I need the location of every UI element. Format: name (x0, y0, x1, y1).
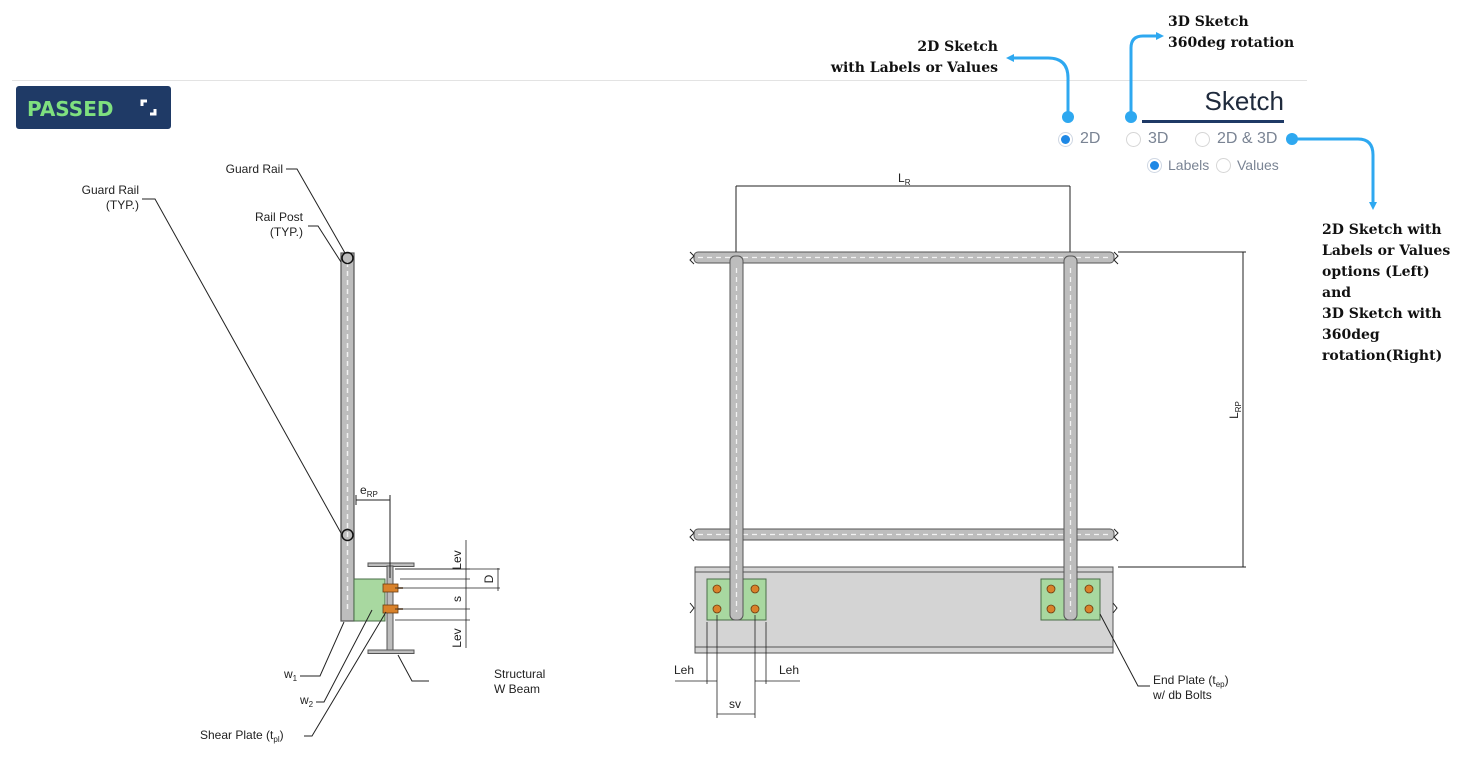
guard-rail-top (693, 251, 1115, 264)
expand-icon[interactable] (140, 99, 157, 116)
label-guard-rail-typ-1: Guard Rail (82, 183, 139, 197)
header-divider (12, 80, 1307, 81)
view-option-3d-label: 3D (1148, 130, 1169, 147)
label-guard-rail-typ-2: (TYP.) (106, 198, 139, 212)
annotation-2d3d-line-6: 360deg (1322, 327, 1380, 343)
annotation-3d-line-2: 360deg rotation (1168, 35, 1295, 51)
label-d: D (482, 574, 496, 583)
annotation-2d3d-line-1: 2D Sketch with (1322, 222, 1442, 238)
radio-values[interactable] (1216, 157, 1231, 173)
annotation-2d3d-line-7: rotation(Right) (1322, 348, 1443, 364)
view-option-3d[interactable]: 3D (1126, 130, 1168, 148)
annotation-2d3d-line-2: Labels or Values (1322, 243, 1451, 259)
radio-2d-3d[interactable] (1195, 131, 1210, 147)
guard-rail-mid (693, 528, 1115, 541)
label-bolts: w/ db Bolts (1152, 688, 1212, 702)
view-option-2d-3d-label: 2D & 3D (1217, 130, 1278, 147)
radio-2d[interactable] (1058, 131, 1073, 147)
label-rail-post-typ-2: (TYP.) (270, 225, 303, 239)
front-view: LR LRP Leh Leh sv End Plate (tep) w/ db … (674, 171, 1246, 718)
annotation-2d3d-line-5: 3D Sketch with (1322, 306, 1442, 322)
status-label: PASSED (27, 97, 114, 121)
label-sv: sv (729, 697, 741, 711)
view-option-2d-3d[interactable]: 2D & 3D (1195, 130, 1277, 148)
annotation-2d-sketch: 2D Sketch with Labels or Values (820, 37, 998, 79)
view-option-2d[interactable]: 2D (1058, 130, 1100, 148)
annotation-2d3d-line-4: and (1322, 285, 1352, 301)
label-e-rp: eRP (360, 483, 378, 499)
label-structural-1: Structural (494, 667, 545, 681)
label-guard-rail: Guard Rail (226, 162, 283, 176)
label-s: s (450, 596, 464, 602)
label-option-values-label: Values (1237, 157, 1279, 173)
sketch-title-underline (1142, 120, 1284, 123)
radio-3d[interactable] (1126, 131, 1141, 147)
label-option-labels-label: Labels (1168, 157, 1210, 173)
view-option-2d-label: 2D (1080, 130, 1101, 147)
label-option-values[interactable]: Values (1216, 157, 1279, 173)
guard-rail-section-mid (341, 528, 354, 542)
break-marks (689, 251, 1119, 614)
label-leh-right: Leh (779, 663, 799, 677)
label-rail-post-typ-1: Rail Post (255, 210, 304, 224)
annotation-2d-3d-sketch: 2D Sketch with Labels or Values options … (1322, 220, 1450, 367)
annotation-arrows (1006, 32, 1377, 210)
label-shear-plate: Shear Plate (tpl) (200, 728, 284, 744)
label-w1: w1 (283, 667, 298, 683)
radio-labels[interactable] (1147, 157, 1162, 173)
label-w2: w2 (299, 693, 314, 709)
annotation-2d-line-2: with Labels or Values (830, 60, 998, 76)
label-end-plate: End Plate (tep) (1153, 673, 1229, 689)
label-lev-top: Lev (450, 550, 464, 569)
annotation-3d-sketch: 3D Sketch 360deg rotation (1168, 12, 1294, 54)
label-option-labels[interactable]: Labels (1147, 157, 1209, 173)
sketch-panel-title: Sketch (1204, 86, 1285, 116)
guard-rail-section-top (341, 251, 354, 265)
annotation-3d-line-1: 3D Sketch (1168, 14, 1249, 30)
rail-post-left (729, 255, 744, 621)
side-view: Guard Rail Guard Rail (TYP.) Rail Post (… (82, 162, 546, 744)
label-leh-left: Leh (674, 663, 694, 677)
label-lrp: LRP (1227, 401, 1243, 419)
label-lr: LR (898, 171, 911, 187)
annotation-2d3d-line-3: options (Left) (1322, 264, 1430, 280)
label-lev-bottom: Lev (450, 628, 464, 647)
label-structural-2: W Beam (494, 682, 540, 696)
status-badge: PASSED (16, 86, 171, 129)
annotation-2d-line-1: 2D Sketch (917, 39, 998, 55)
rail-post-right (1063, 255, 1078, 621)
end-plate-bolts (712, 584, 1094, 614)
